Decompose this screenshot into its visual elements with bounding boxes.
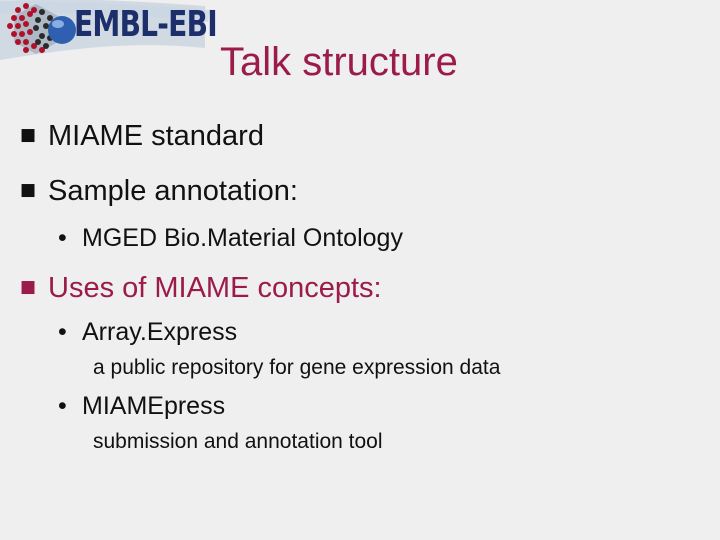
sub-bullet-miamepress: • MIAMEpress bbox=[58, 392, 225, 421]
embl-ebi-logo: EMBL-EBI bbox=[0, 0, 218, 62]
sub-bullet-text: Array.Express bbox=[82, 318, 238, 346]
logo-text: EMBL-EBI bbox=[74, 4, 218, 45]
bullet-miame-standard: ■ MIAME standard bbox=[20, 120, 264, 153]
logo-swoosh-icon bbox=[0, 0, 210, 60]
dot-bullet-icon: • bbox=[58, 392, 67, 420]
sub-bullet-text: MGED Bio.Material Ontology bbox=[82, 224, 403, 252]
molecule-icon bbox=[7, 3, 58, 54]
bullet-text: Sample annotation: bbox=[48, 175, 298, 207]
sub-bullet-text: MIAMEpress bbox=[82, 392, 226, 420]
bullet-text: Uses of MIAME concepts: bbox=[48, 272, 382, 304]
square-bullet-icon: ■ bbox=[20, 125, 37, 145]
miamepress-detail: submission and annotation tool bbox=[93, 430, 383, 453]
slide-title: Talk structure bbox=[220, 40, 458, 84]
array-express-detail: a public repository for gene expression … bbox=[93, 356, 501, 379]
bullet-sample-annotation: ■ Sample annotation: bbox=[20, 175, 298, 208]
dot-bullet-icon: • bbox=[58, 224, 67, 252]
square-bullet-icon: ■ bbox=[20, 277, 37, 297]
bullet-uses-of-miame: ■ Uses of MIAME concepts: bbox=[20, 272, 382, 305]
sub-bullet-array-express: • Array.Express bbox=[58, 318, 237, 347]
sub-bullet-bio-material-ontology: • MGED Bio.Material Ontology bbox=[58, 224, 403, 253]
square-bullet-icon: ■ bbox=[20, 180, 37, 200]
globe-icon bbox=[48, 16, 76, 44]
bullet-text: MIAME standard bbox=[48, 120, 264, 152]
dot-bullet-icon: • bbox=[58, 318, 67, 346]
